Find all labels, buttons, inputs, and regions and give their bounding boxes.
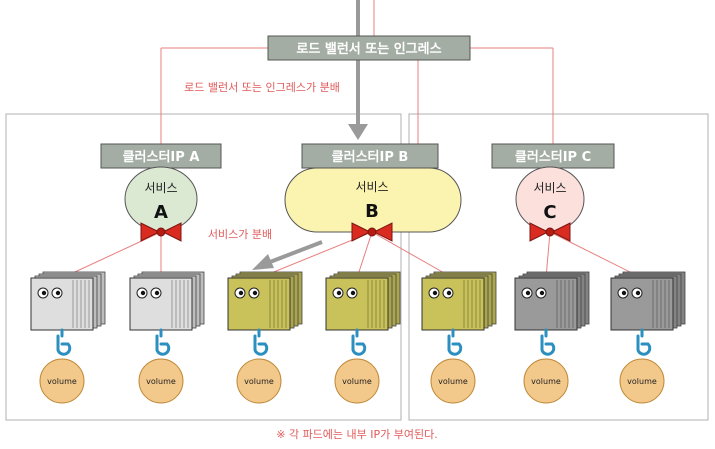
service-b: 클러스터IP B 서비스 B [284, 143, 462, 233]
cluster-ip-c-header [491, 143, 615, 169]
service-a-word: 서비스 [144, 181, 177, 195]
service-c-letter: C [543, 202, 556, 223]
load-balancer-header: 로드 밸런서 또는 인그레스 [267, 35, 471, 61]
volume-disk [236, 358, 282, 404]
bowtie-icon [529, 222, 571, 242]
volume-link-icon [253, 328, 269, 356]
volume-label: volume [342, 377, 372, 386]
volume-disk [334, 358, 380, 404]
service-b-word: 서비스 [355, 180, 388, 194]
service-c: 클러스터IP C 서비스 C [491, 143, 615, 232]
volume-label: volume [531, 377, 561, 386]
volume-disk [523, 358, 569, 404]
service-b-bubble [284, 167, 462, 233]
service-a: 클러스터IP A 서비스 A [100, 143, 222, 232]
service-pod-connectors [61, 231, 643, 279]
cluster-ip-b-header [301, 143, 439, 169]
pod [325, 271, 401, 331]
lb-connectors [160, 0, 554, 150]
node-box-right [408, 113, 709, 421]
footnote: ※ 각 파드에는 내부 IP가 부여된다. [276, 428, 438, 441]
service-a-letter: A [154, 202, 168, 223]
bowtie-icon [140, 222, 182, 242]
volume-link-icon [56, 328, 72, 356]
volume-label: volume [438, 377, 468, 386]
volume-disk [138, 358, 184, 404]
pod [227, 271, 303, 331]
volume-link-icon [351, 328, 367, 356]
pod [30, 271, 106, 331]
volume-label: volume [47, 377, 77, 386]
service-distribution-note: 서비스가 분배 [208, 228, 272, 241]
volume-label: volume [244, 377, 274, 386]
volume-link-icon [155, 328, 171, 356]
incoming-arrow [348, 0, 368, 140]
service-distribution-arrow [252, 240, 323, 270]
volume-label: volume [627, 377, 657, 386]
cluster-ip-b-label: 클러스터IP B [332, 149, 409, 165]
pod [421, 271, 497, 331]
volume-link-icon [540, 328, 556, 356]
cluster-ip-a-header [100, 143, 222, 169]
volume-link-icon [447, 328, 463, 356]
load-balancer-label: 로드 밸런서 또는 인그레스 [296, 41, 441, 57]
volume-link-icon [636, 328, 652, 356]
volume-disk [430, 358, 476, 404]
service-b-letter: B [365, 201, 379, 222]
service-c-word: 서비스 [533, 181, 566, 195]
volume-disk [39, 358, 85, 404]
bowtie-icon [351, 222, 393, 242]
volume-label: volume [146, 377, 176, 386]
cluster-ip-c-label: 클러스터IP C [515, 149, 591, 165]
pod [129, 271, 205, 331]
pods-layer: volume volume volume volume volume volume volu… [30, 271, 686, 404]
volume-disk [619, 358, 665, 404]
cluster-ip-a-label: 클러스터IP A [123, 149, 200, 165]
pod [514, 271, 590, 331]
pod [610, 271, 686, 331]
node-box-left [5, 113, 402, 421]
lb-distribution-note: 로드 밸런서 또는 인그레스가 분배 [184, 81, 340, 94]
